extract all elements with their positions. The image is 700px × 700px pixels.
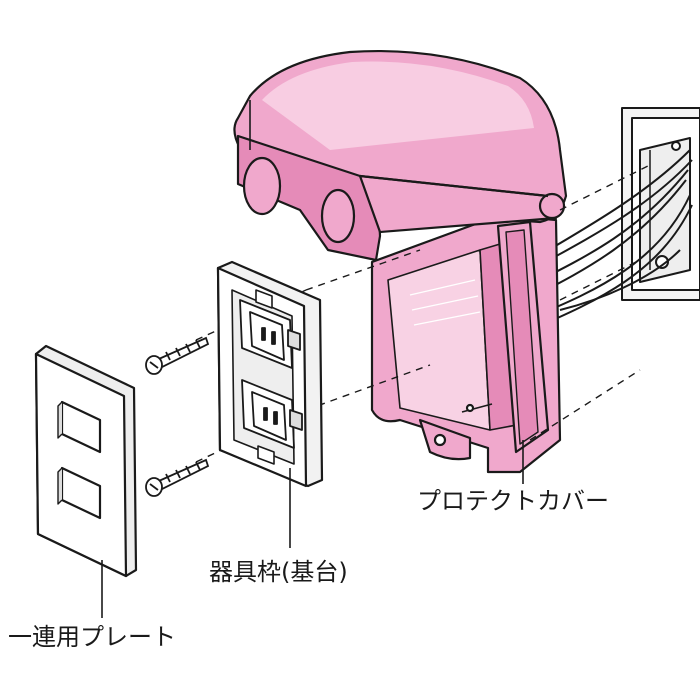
screw-icon: [145, 336, 210, 497]
wall-box: [621, 107, 700, 301]
single-plate: [34, 344, 138, 578]
device-frame-label: 器具枠(基台): [209, 558, 348, 586]
protect-cover-label: プロテクトカバー: [417, 487, 609, 515]
leader-lines: [101, 440, 524, 618]
device-frame: [216, 260, 324, 488]
single-plate-label: 一連用プレート: [8, 623, 176, 651]
protect-cover: [233, 49, 568, 474]
alignment-lines: [195, 164, 651, 463]
outlet-icon: [239, 299, 303, 449]
